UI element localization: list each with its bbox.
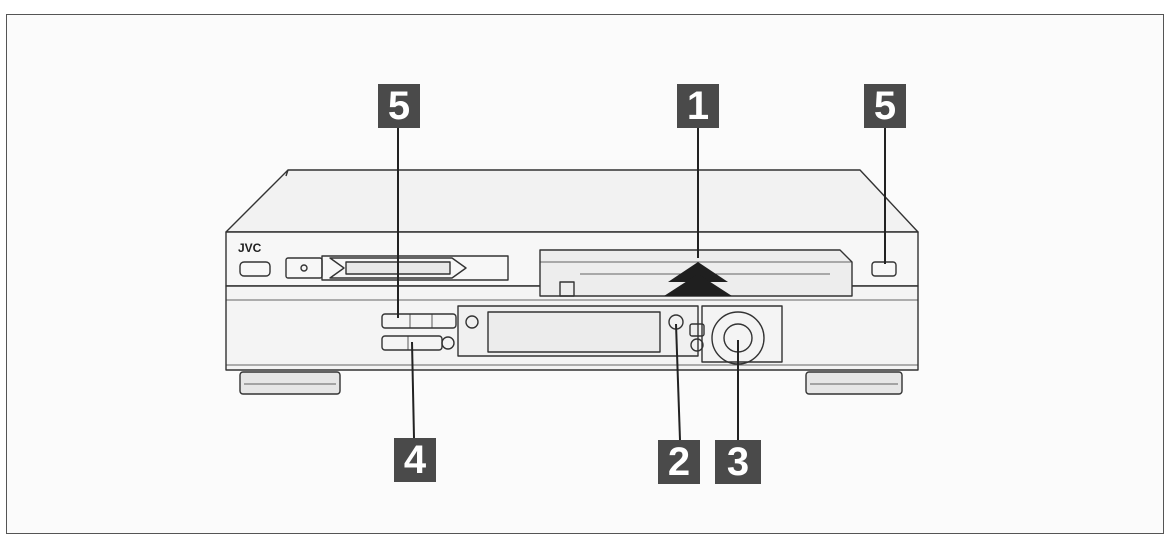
dial-side-button: [689, 323, 705, 337]
power-button: [239, 261, 271, 277]
dial-side-knob: [690, 338, 704, 352]
tray-button-dot: [300, 264, 308, 272]
cassette-tab: [559, 281, 575, 297]
callout-3-label: 3: [726, 440, 750, 484]
callout-5-left: 5: [378, 84, 420, 128]
vcr-foot-left: [239, 371, 341, 395]
callout-2-label: 2: [667, 440, 691, 484]
insert-arrow-front: [664, 274, 732, 296]
brand-logo: JVC: [238, 241, 262, 255]
callout-1-label: 1: [686, 84, 710, 128]
callout-5-left-label: 5: [387, 84, 411, 128]
dial-panel: [701, 305, 783, 363]
vcr-foot-right: [805, 371, 903, 395]
callout-4-label: 4: [403, 438, 427, 482]
callout-5-right-label: 5: [873, 84, 897, 128]
display-left-knob: [465, 315, 479, 329]
insert-arrow-back: [668, 262, 728, 282]
callout-1: 1: [677, 84, 719, 128]
panel-edge: [321, 255, 509, 281]
vcr-top-cover: [225, 169, 919, 233]
leader-line-2: [675, 323, 681, 441]
callout-3: 3: [715, 440, 761, 484]
callout-4: 4: [394, 438, 436, 482]
button-row-top: [381, 313, 457, 329]
display-screen: [487, 311, 661, 353]
display-window: [329, 257, 467, 279]
callout-2: 2: [658, 440, 700, 484]
callout-5-right: 5: [864, 84, 906, 128]
leader-line-4: [411, 341, 415, 439]
small-knob: [441, 336, 455, 350]
